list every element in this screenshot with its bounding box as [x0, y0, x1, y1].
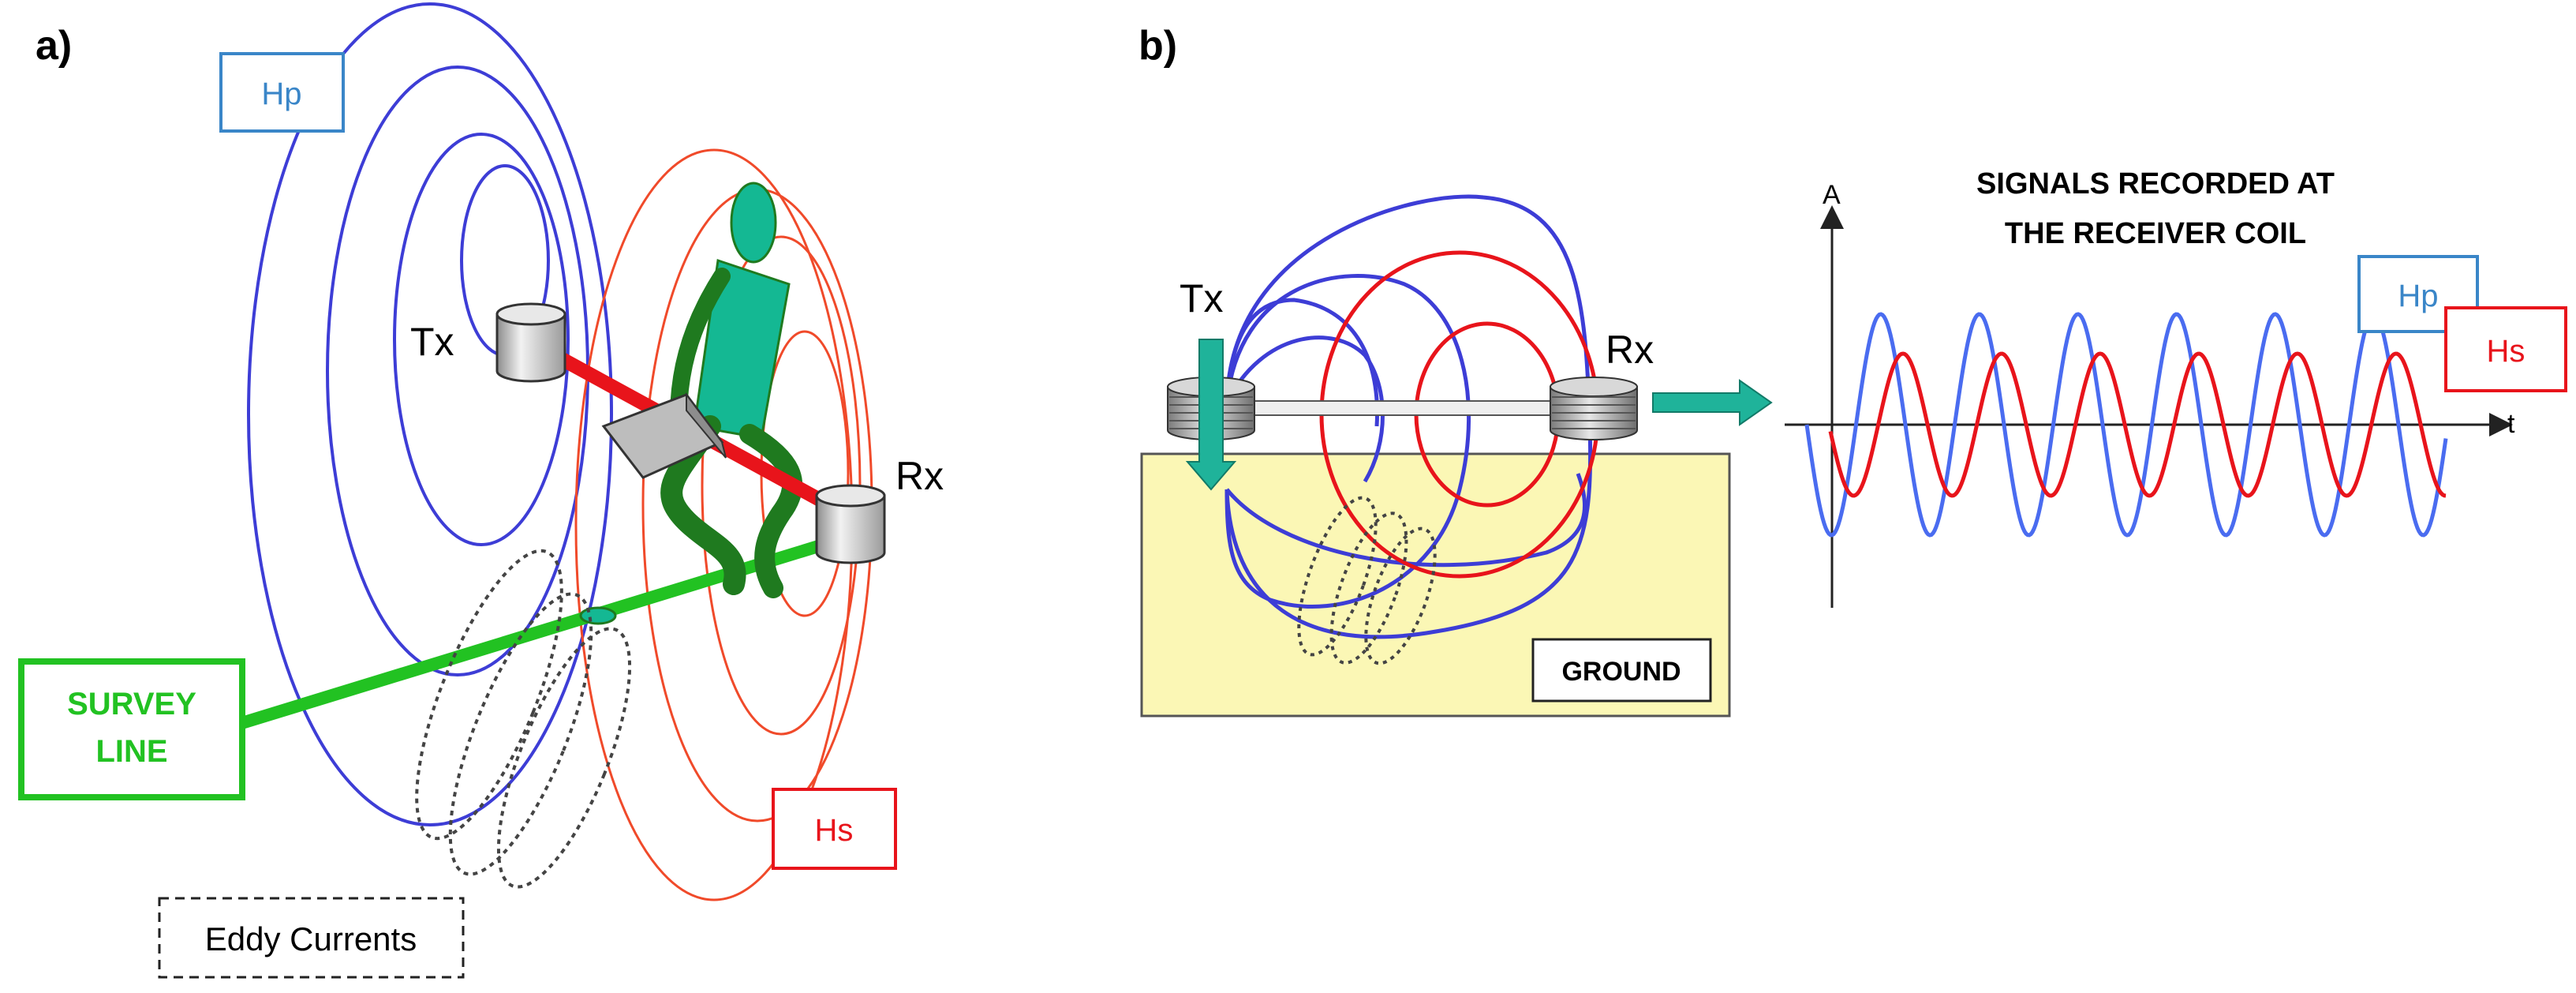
- hs-wave: [1828, 351, 2447, 498]
- panel-b: b): [1138, 23, 2567, 718]
- ground-label-box: GROUND: [1531, 638, 1712, 703]
- operator-leg-right: [739, 424, 803, 598]
- primary-field-b-5: [1224, 298, 1380, 427]
- output-arrow: [1652, 379, 1773, 426]
- hp-label: Hp: [261, 77, 301, 111]
- secondary-field-loop-1: [574, 148, 854, 901]
- operator-leg-left: [660, 415, 746, 595]
- eddy-loop-3: [496, 627, 632, 889]
- signals-title-2: THE RECEIVER COIL: [2005, 217, 2306, 250]
- hs-label-box-b: Hs: [2444, 306, 2567, 392]
- signals-title-1: SIGNALS RECORDED AT: [1976, 167, 2335, 200]
- operator-head: [730, 182, 777, 264]
- eddy-current-loops: [415, 549, 632, 889]
- operator-figure: [660, 182, 803, 598]
- primary-field-loop-3: [393, 133, 570, 546]
- eddy-loop-2: [448, 592, 593, 876]
- tx-label-b: Tx: [1180, 276, 1224, 320]
- rx-coil-b: [1550, 377, 1638, 440]
- survey-line: [234, 534, 839, 731]
- panel-b-label: b): [1138, 23, 1177, 69]
- survey-line-label-1: SURVEY: [67, 687, 196, 721]
- panel-a: a) Hp: [18, 2, 944, 979]
- primary-field-loop-1: [247, 2, 613, 826]
- panel-a-label: a): [36, 23, 72, 69]
- hs-label-box-a: Hs: [772, 788, 897, 870]
- eddy-loop-1: [415, 549, 563, 841]
- survey-line-box: SURVEY LINE: [18, 658, 245, 800]
- instrument-console: [601, 392, 727, 479]
- tx-label: Tx: [410, 320, 454, 364]
- hp-label-box: Hp: [219, 52, 345, 133]
- rx-coil: [815, 484, 886, 564]
- axis-y-label: A: [1823, 180, 1841, 210]
- ground-label: GROUND: [1561, 657, 1681, 687]
- eddy-label: Eddy Currents: [205, 920, 417, 957]
- coil-rod: [1252, 400, 1557, 416]
- hp-label-b: Hp: [2398, 279, 2438, 313]
- eddy-current-loops-b: [1297, 496, 1437, 665]
- hs-label-a: Hs: [815, 813, 854, 848]
- eddy-label-box: Eddy Currents: [158, 897, 465, 979]
- hs-label-b: Hs: [2487, 334, 2526, 369]
- survey-line-marker: [579, 606, 617, 625]
- rx-label: Rx: [895, 454, 944, 498]
- primary-field-b-2: [1224, 274, 1471, 609]
- survey-line-label-2: LINE: [95, 734, 167, 769]
- tx-down-arrow: [1185, 339, 1237, 491]
- rx-label-b: Rx: [1606, 328, 1654, 372]
- primary-field-b-4: [1225, 473, 1587, 568]
- tx-coil: [495, 302, 566, 383]
- axis-x-label: t: [2507, 409, 2515, 439]
